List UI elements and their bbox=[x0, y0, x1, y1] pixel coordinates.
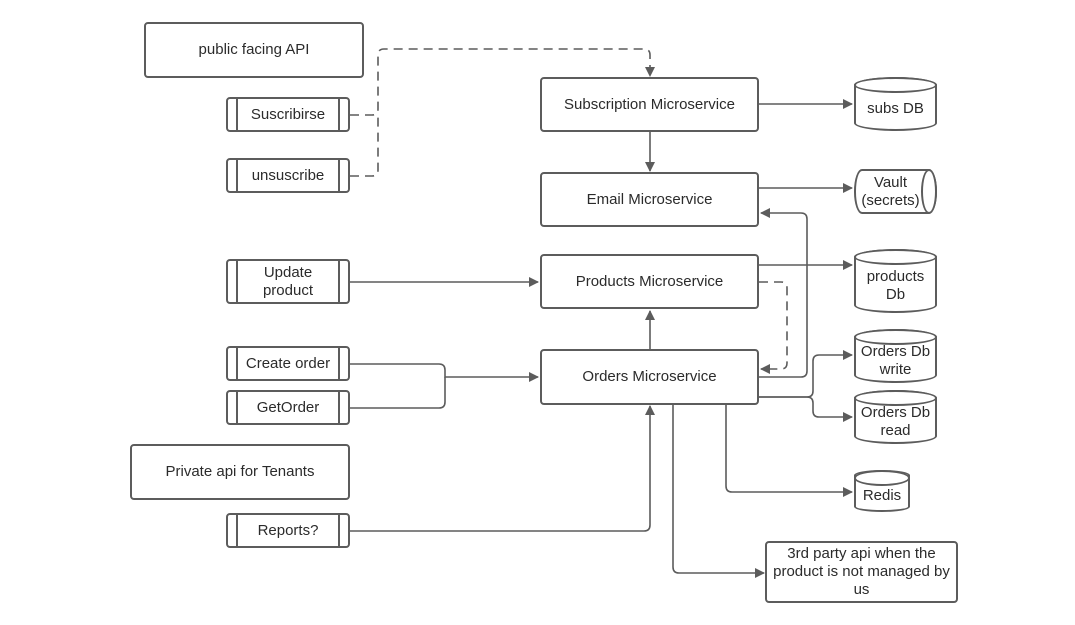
subscription-microservice[interactable]: Subscription Microservice bbox=[540, 77, 759, 132]
endpoint-suscribirse-label: Suscribirse bbox=[250, 105, 326, 123]
endpoint-reports-label: Reports? bbox=[257, 521, 319, 539]
endpoint-get-order-label: GetOrder bbox=[256, 398, 320, 416]
private-api-label-text: Private api for Tenants bbox=[165, 463, 315, 480]
endpoint-suscribirse[interactable]: Suscribirse bbox=[226, 97, 350, 132]
orders-microservice-label: Orders Microservice bbox=[582, 368, 717, 385]
endpoint-unsuscribe[interactable]: unsuscribe bbox=[226, 158, 350, 193]
endpoint-create-order-label: Create order bbox=[245, 354, 331, 372]
edge-subscribe-to-subscription bbox=[350, 48, 655, 116]
edge-orders-to-redis bbox=[725, 405, 853, 497]
email-microservice[interactable]: Email Microservice bbox=[540, 172, 759, 227]
edge-get-order-to-orders bbox=[350, 377, 446, 409]
subs-db-label: subs DB bbox=[867, 100, 924, 117]
products-db-label-line-2: Db bbox=[885, 286, 906, 303]
third-party-api-line-2: product is not managed by bbox=[773, 563, 950, 580]
third-party-api-line-1: 3rd party api when the bbox=[787, 545, 936, 562]
products-db-label-line-1: products bbox=[866, 268, 925, 285]
products-microservice[interactable]: Products Microservice bbox=[540, 254, 759, 309]
vault-label-line-1: Vault bbox=[873, 173, 908, 191]
edge-orders-to-third-party bbox=[672, 405, 765, 578]
public-api-label-text: public facing API bbox=[198, 41, 310, 58]
orders-microservice[interactable]: Orders Microservice bbox=[540, 349, 759, 405]
orders-db-read-label-line-1: Orders Db bbox=[860, 404, 931, 421]
edge-unsubscribe-to-subscription bbox=[350, 115, 379, 177]
public-api-label: public facing API bbox=[144, 22, 364, 78]
endpoint-update-product-line-2: product bbox=[262, 281, 314, 299]
products-microservice-label: Products Microservice bbox=[575, 272, 724, 290]
endpoint-update-product-line-1: Update bbox=[263, 263, 313, 281]
edge-products-to-orders-dashed bbox=[759, 281, 788, 374]
email-microservice-label: Email Microservice bbox=[586, 190, 713, 208]
vault-secrets[interactable]: Vault (secrets) bbox=[854, 169, 937, 214]
orders-db-read-label-line-2: read bbox=[880, 422, 911, 439]
orders-db-write[interactable]: Orders Db write bbox=[854, 329, 937, 383]
products-db[interactable]: products Db bbox=[854, 249, 937, 313]
third-party-api[interactable]: 3rd party api when the product is not ma… bbox=[765, 541, 958, 603]
edge-orders-to-db-read bbox=[759, 396, 853, 422]
endpoint-update-product[interactable]: Update product bbox=[226, 259, 350, 304]
edge-orders-to-email bbox=[759, 208, 808, 378]
endpoint-create-order[interactable]: Create order bbox=[226, 346, 350, 381]
private-api-label: Private api for Tenants bbox=[130, 444, 350, 500]
subscription-microservice-label: Subscription Microservice bbox=[564, 95, 735, 113]
orders-db-write-label-line-1: Orders Db bbox=[860, 343, 931, 360]
redis-label: Redis bbox=[862, 487, 902, 504]
endpoint-unsuscribe-label: unsuscribe bbox=[251, 166, 325, 184]
redis-cache[interactable]: Redis bbox=[854, 470, 910, 512]
third-party-api-line-3: us bbox=[853, 581, 870, 598]
subs-db[interactable]: subs DB bbox=[854, 77, 937, 131]
orders-db-write-label-line-2: write bbox=[879, 361, 912, 378]
edge-create-order-to-orders bbox=[350, 363, 539, 382]
endpoint-reports[interactable]: Reports? bbox=[226, 513, 350, 548]
edge-reports-to-orders bbox=[350, 405, 655, 532]
endpoint-get-order[interactable]: GetOrder bbox=[226, 390, 350, 425]
orders-db-read[interactable]: Orders Db read bbox=[854, 390, 937, 444]
vault-label-line-2: (secrets) bbox=[861, 191, 920, 209]
